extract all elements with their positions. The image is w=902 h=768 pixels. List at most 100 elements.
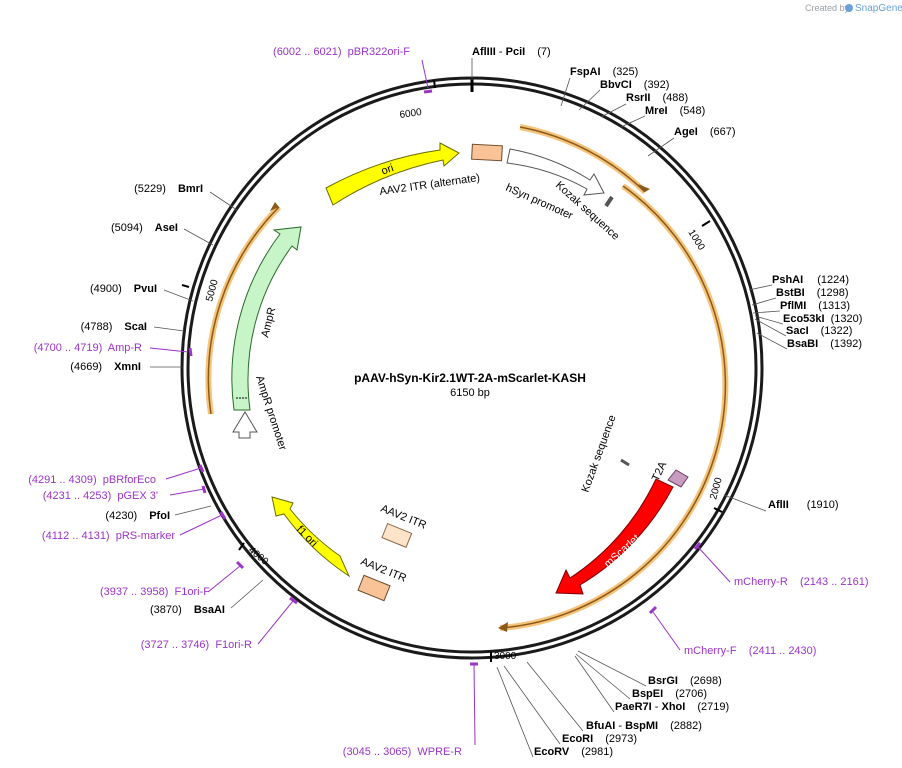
feature-label-ori: ori: [380, 162, 396, 177]
site-bspei[interactable]: BspEI(2706): [632, 688, 707, 700]
tick-label-6000: 6000: [399, 107, 423, 121]
feature-label-ampr-promoter: AmpR promoter: [253, 374, 289, 452]
restriction-sites-left: (5229)BmrI (5094)AseI (4900)PvuI (4788)S…: [70, 183, 225, 616]
leader-mrei: [620, 115, 646, 128]
site-bsrgi[interactable]: BsrGI(2698): [648, 675, 722, 687]
restriction-sites-right: AflIII - PciI(7) FspAI(325) BbvCI(392) R…: [472, 46, 862, 758]
feature-t2a[interactable]: [667, 469, 689, 488]
site-asei[interactable]: (5094)AseI: [111, 222, 178, 234]
primer-leader-f1ori-r: [257, 600, 294, 645]
feature-label-kozak-2: Kozak sequence: [580, 413, 619, 494]
primer-leader-wpre-r: [473, 664, 476, 746]
site-bbvci[interactable]: BbvCI(392): [600, 79, 669, 91]
primer-leader-pbr322ori-f: [421, 59, 429, 89]
site-pshai[interactable]: PshAI(1224): [772, 274, 849, 286]
site-rsrii[interactable]: RsrII(488): [626, 92, 688, 104]
orange-arc-2-arrowhead: [498, 622, 508, 632]
plasmid-backbone: [180, 76, 764, 660]
leader-scai: [153, 326, 185, 332]
feature-ampr[interactable]: [231, 226, 302, 411]
site-mrei[interactable]: MreI(548): [645, 105, 705, 117]
primer-label-prs-marker[interactable]: (4112 .. 4131) pRS-marker: [42, 530, 175, 542]
plasmid-title: pAAV-hSyn-Kir2.1WT-2A-mScarlet-KASH 6150…: [354, 371, 586, 399]
leader-bsaai: [230, 579, 264, 609]
primer-markers: [149, 59, 731, 746]
feature-mscarlet[interactable]: [555, 478, 674, 595]
site-eco53ki[interactable]: Eco53kI(1320): [783, 313, 862, 325]
feature-kozak-1[interactable]: [604, 195, 614, 208]
feature-hsyn-promoter[interactable]: [506, 148, 605, 196]
leader-fspai: [560, 77, 571, 107]
site-bsaai[interactable]: (3870)BsaAI: [150, 604, 225, 616]
site-bstbi[interactable]: BstBI(1298): [776, 287, 849, 299]
primer-mark-pbrforeco: [198, 464, 205, 473]
primer-label-f1ori-f[interactable]: (3937 .. 3958) F1ori-F: [100, 586, 210, 598]
plasmid-length: 6150 bp: [450, 387, 490, 399]
site-pvui[interactable]: (4900)PvuI: [90, 283, 157, 295]
feature-ori[interactable]: [325, 142, 460, 206]
feature-aav2-itr-orange[interactable]: [357, 574, 391, 602]
primer-labels: (6002 .. 6021) pBR322ori-F (4700 .. 4719…: [28, 46, 868, 758]
primer-label-mcherry-r[interactable]: mCherry-R (2143 .. 2161): [734, 576, 869, 588]
primer-leader-prs-marker: [179, 514, 223, 536]
site-paer7i-xhoi[interactable]: PaeR7I - XhoI(2719): [615, 701, 729, 713]
tick-6000: [433, 79, 436, 89]
leader-bsabi: [756, 332, 788, 350]
primer-label-wpre-r[interactable]: (3045 .. 3065) WPRE-R: [343, 746, 462, 758]
site-fspai[interactable]: FspAI(325): [570, 66, 638, 78]
primer-leader-amp-r: [149, 347, 189, 353]
feature-aav2-itr-alternate[interactable]: [471, 143, 503, 162]
site-leader-lines: [150, 58, 788, 758]
site-bfuai-bspmi[interactable]: BfuAI - BspMI(2882): [586, 720, 702, 732]
site-saci[interactable]: SacI(1322): [786, 325, 852, 337]
tick-1000: [701, 220, 711, 227]
orange-arc-3-arrowhead: [270, 202, 279, 211]
leader-saci: [754, 318, 787, 337]
primer-mark-f1ori-r: [289, 596, 298, 605]
leader-rsrii: [600, 103, 627, 118]
site-ecori[interactable]: EcoRI(2973): [562, 733, 637, 745]
primer-label-amp-r[interactable]: (4700 .. 4719) Amp-R: [34, 342, 142, 354]
feature-kozak-2[interactable]: [620, 458, 630, 467]
leader-pvui: [163, 289, 194, 302]
leader-ecori: [503, 665, 561, 745]
primer-label-pbr322ori-f[interactable]: (6002 .. 6021) pBR322ori-F: [273, 46, 410, 58]
orange-arcs: [205, 124, 729, 632]
leader-bstbi: [751, 297, 777, 306]
tick-2000: [713, 507, 723, 513]
site-bsabi[interactable]: BsaBI(1392): [787, 338, 862, 350]
site-pfoi[interactable]: (4230)PfoI: [105, 510, 170, 522]
leader-pshai: [748, 284, 773, 291]
site-afliii-pcii[interactable]: AflIII - PciI(7): [472, 46, 551, 58]
primer-label-mcherry-f[interactable]: mCherry-F (2411 .. 2430): [684, 645, 816, 657]
leader-asei: [183, 228, 214, 246]
feature-ampr-promoter[interactable]: [232, 411, 258, 439]
primer-mark-mcherry-f: [648, 605, 658, 615]
primer-leader-pgex3: [169, 488, 205, 496]
primer-mark-pbr322ori-f: [423, 89, 433, 94]
site-bmri[interactable]: (5229)BmrI: [134, 183, 203, 195]
primer-mark-prs-marker: [219, 511, 227, 520]
feature-aav2-itr-light[interactable]: [381, 522, 413, 548]
leader-bspei: [575, 653, 631, 700]
orange-arc-3: [207, 206, 280, 415]
snapgene-logo-icon: [845, 4, 853, 12]
backbone-inner-ring: [186, 82, 758, 654]
tick-label-1000: 1000: [685, 228, 706, 253]
feature-f1-ori[interactable]: [271, 496, 351, 578]
site-scai[interactable]: (4788)ScaI: [81, 321, 147, 333]
primer-label-pgex3[interactable]: (4231 .. 4253) pGEX 3': [43, 490, 158, 502]
leader-pfoi: [174, 505, 212, 516]
site-ecorv[interactable]: EcoRV(2981): [534, 746, 613, 758]
primer-label-f1ori-r[interactable]: (3727 .. 3746) F1ori-R: [141, 639, 252, 651]
leader-ecorv: [496, 666, 534, 758]
tick-5000: [181, 284, 190, 288]
site-pflmi[interactable]: PflMI(1313): [780, 300, 850, 312]
plasmid-name: pAAV-hSyn-Kir2.1WT-2A-mScarlet-KASH: [354, 371, 586, 385]
site-xmni[interactable]: (4669)XmnI: [70, 361, 141, 373]
site-aflii[interactable]: AflII(1910): [768, 499, 839, 511]
primer-label-pbrforeco[interactable]: (4291 .. 4309) pBRforEco: [28, 474, 156, 486]
leader-paer7i: [574, 655, 615, 713]
primer-mark-amp-r: [188, 347, 193, 357]
site-agei[interactable]: AgeI(667): [674, 126, 736, 138]
